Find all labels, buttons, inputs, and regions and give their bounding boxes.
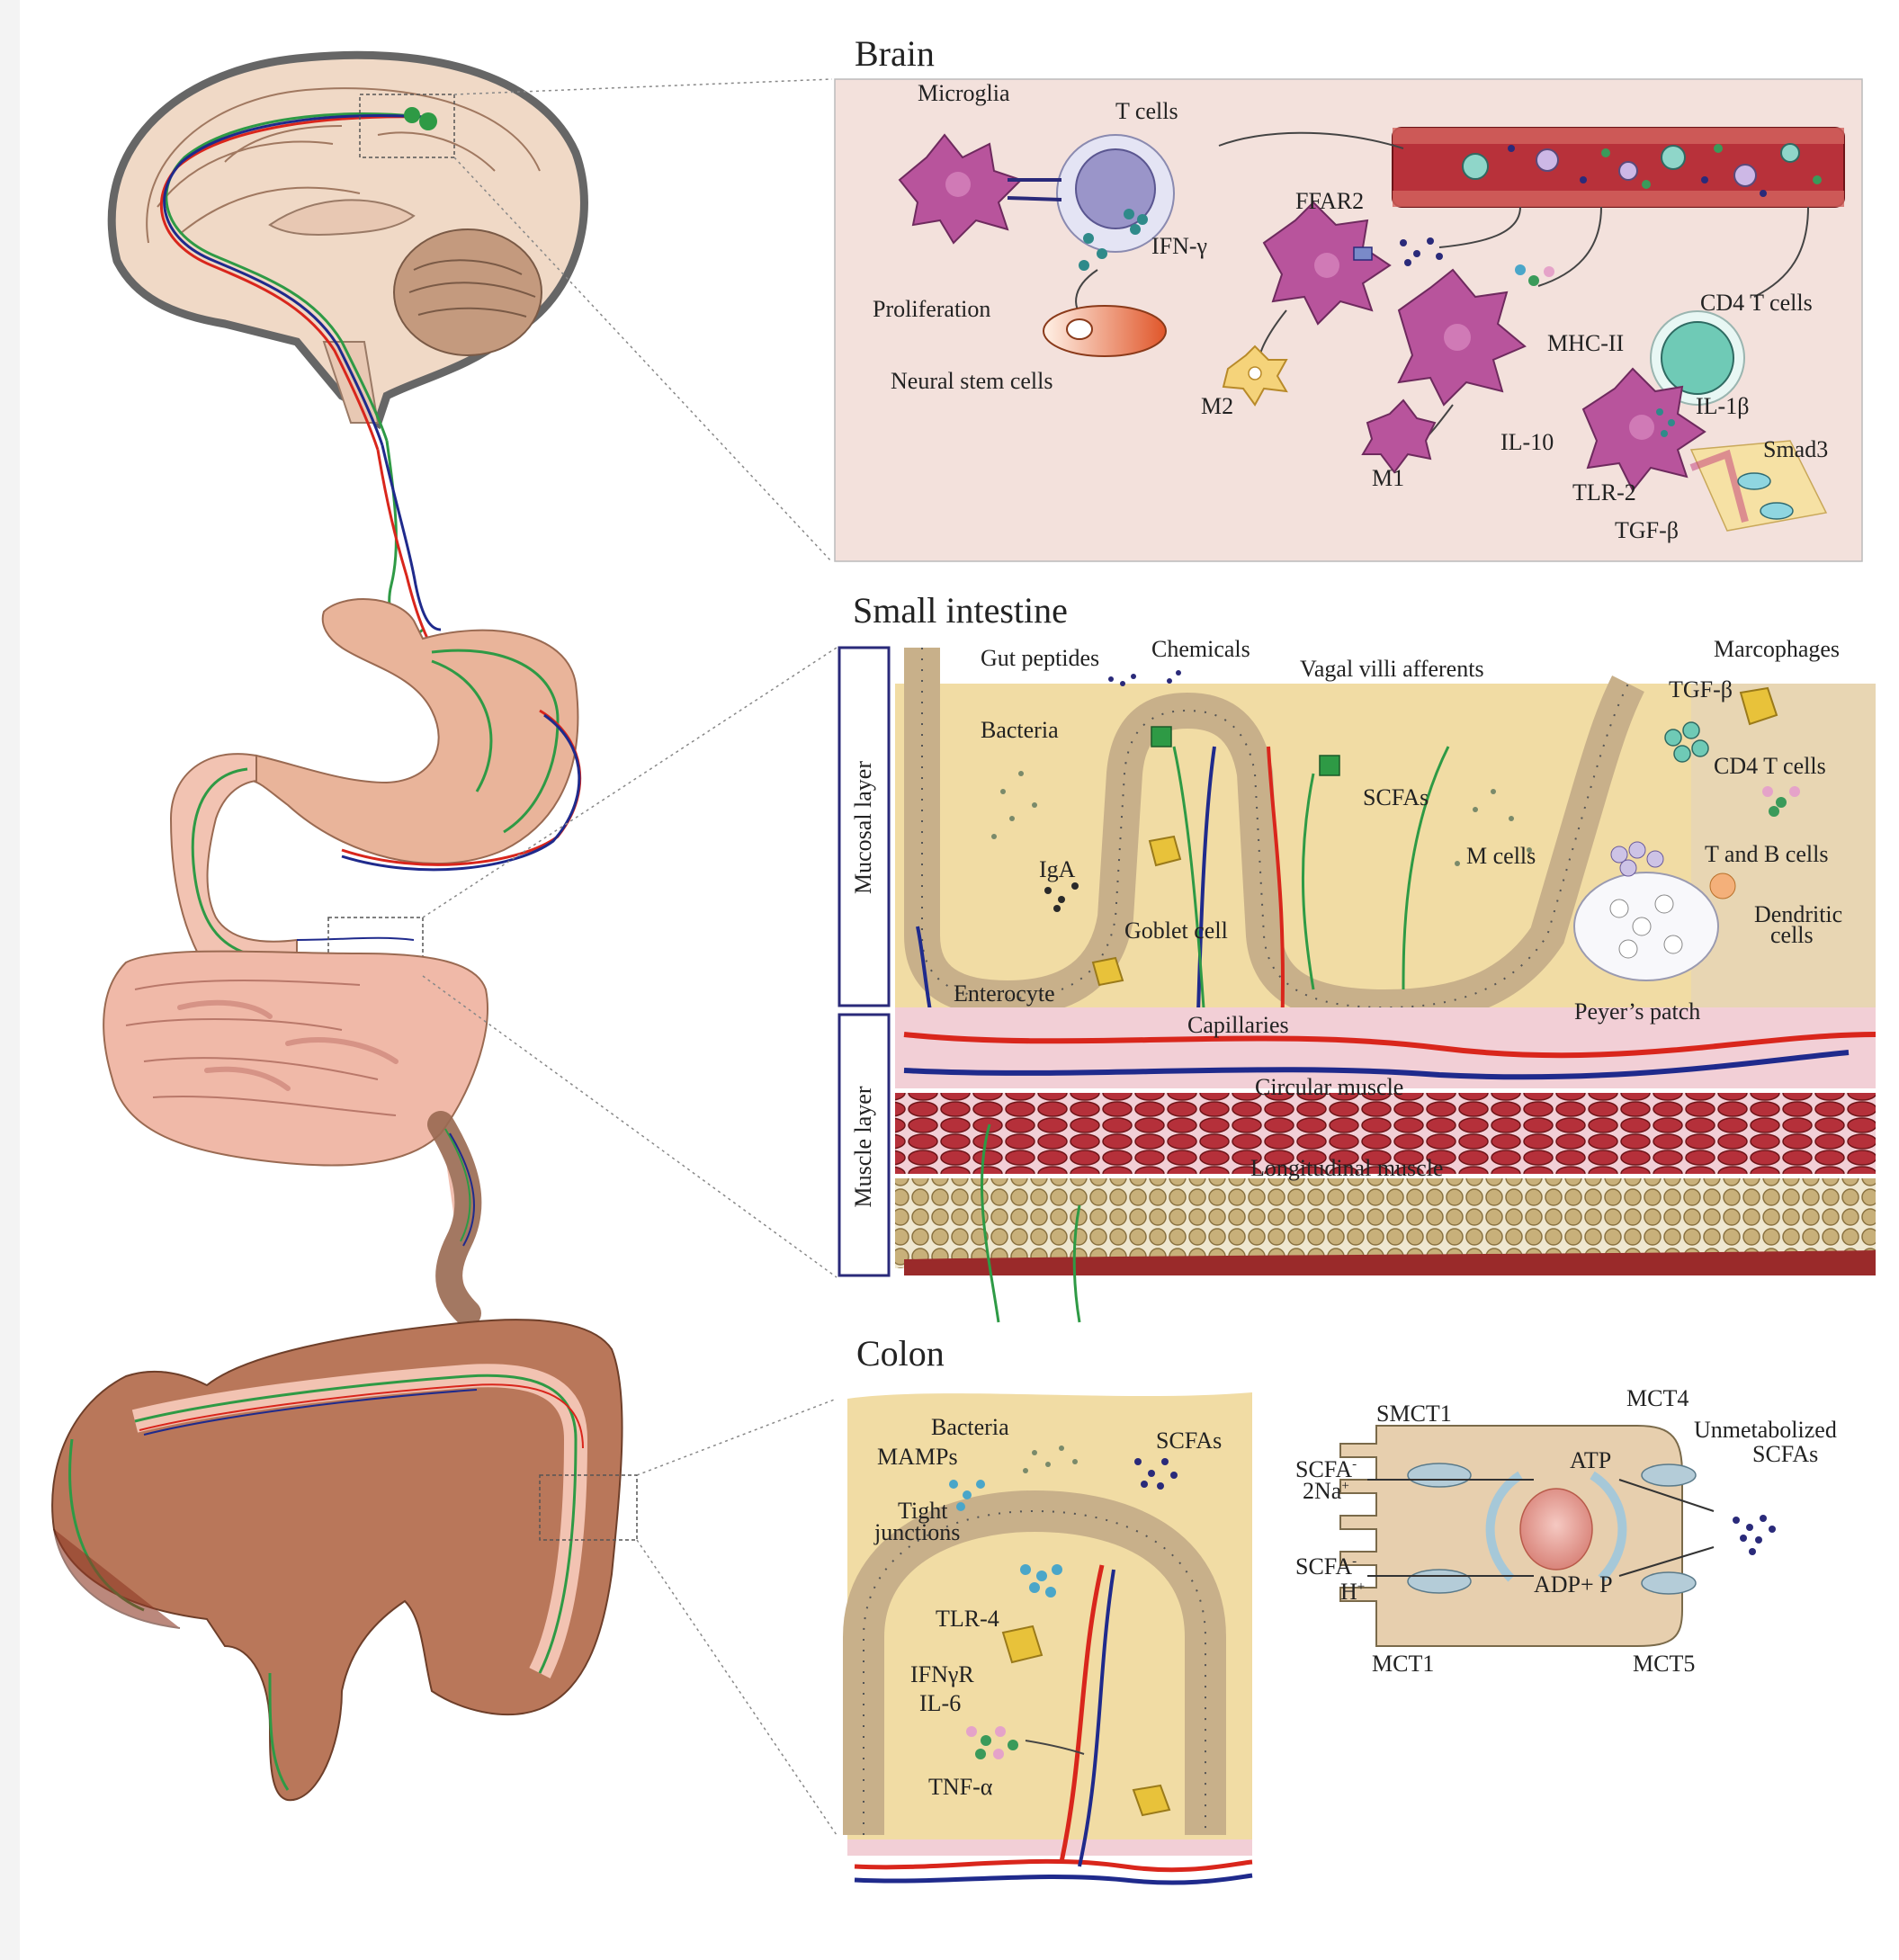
activated-microglia <box>1397 268 1527 407</box>
label-tgf-b-intestine: TGF-β <box>1669 676 1733 703</box>
label-tight: Tight <box>898 1498 948 1524</box>
anatomy-left <box>51 50 838 1836</box>
label-scfas-colon: SCFAs <box>1156 1427 1222 1454</box>
label-peyers-patch: Peyer’s patch <box>1574 998 1700 1025</box>
panel-title-colon: Colon <box>856 1333 945 1374</box>
muscle-layer-box <box>838 1013 891 1277</box>
label-circular-muscle: Circular muscle <box>1255 1074 1403 1100</box>
label-ifngr: IFNγR <box>910 1661 974 1687</box>
cytokine-dots <box>1515 264 1554 286</box>
label-t-cells: T cells <box>1115 98 1178 124</box>
label-ifn-gamma: IFN-γ <box>1151 233 1207 259</box>
label-il-6: IL-6 <box>919 1690 961 1716</box>
t-cell <box>1007 134 1175 253</box>
neural-stem-cell <box>1043 305 1167 357</box>
label-mhc-ii: MHC-II <box>1547 330 1624 356</box>
label-chemicals: Chemicals <box>1151 636 1250 662</box>
label-2na: 2Na+ <box>1303 1478 1349 1504</box>
small-intestine-illustration <box>103 950 488 1327</box>
colon-illustration <box>51 1319 638 1802</box>
label-tnf-a: TNF-α <box>928 1774 993 1800</box>
peyers-patch <box>1573 841 1736 981</box>
label-scfa-na: SCFA- <box>1295 1456 1357 1482</box>
brain-panel: Brain <box>834 33 1863 562</box>
label-proliferation: Proliferation <box>873 296 990 322</box>
label-unmetabolized-scfas: SCFAs <box>1752 1441 1818 1467</box>
stomach-illustration <box>250 598 582 872</box>
label-smad3: Smad3 <box>1763 436 1828 462</box>
label-dendritic-cells: cells <box>1770 922 1814 948</box>
zoom-connectors <box>422 78 838 1836</box>
label-atp: ATP <box>1570 1447 1611 1473</box>
blood-vessel <box>1392 127 1845 208</box>
label-tlr-4: TLR-4 <box>936 1606 999 1632</box>
ffar2-microglia <box>1262 201 1392 326</box>
label-smct1: SMCT1 <box>1376 1401 1452 1427</box>
mucosal-layer-box <box>838 646 891 1007</box>
label-scfa-h: SCFA- <box>1295 1553 1357 1580</box>
label-iga: IgA <box>1039 856 1076 882</box>
label-mct4: MCT4 <box>1626 1385 1688 1411</box>
label-mamps: MAMPs <box>877 1444 958 1470</box>
label-t-and-b-cells: T and B cells <box>1705 841 1828 867</box>
label-junctions: junctions <box>873 1519 960 1545</box>
label-m-cells: M cells <box>1466 843 1536 869</box>
panel-title-small-intestine: Small intestine <box>853 590 1068 631</box>
label-m1: M1 <box>1372 465 1404 491</box>
label-mct5: MCT5 <box>1633 1651 1695 1677</box>
cd4-t-cell <box>1650 310 1745 406</box>
vessel-arrows <box>1218 131 1809 298</box>
label-scfas-intestine: SCFAs <box>1363 784 1429 810</box>
circular-muscle <box>895 1093 1876 1174</box>
colon-crypt-epithelium <box>843 1490 1226 1835</box>
smad3-panel <box>1689 440 1828 532</box>
label-dendritic: Dendritic <box>1754 901 1842 927</box>
label-marcophages: Marcophages <box>1714 636 1840 662</box>
label-ffar2: FFAR2 <box>1295 188 1364 214</box>
label-cd4-t-cells-intestine: CD4 T cells <box>1714 753 1826 779</box>
small-intestine-panel: Small intestine Mucosal layer Muscle lay… <box>838 590 1877 1323</box>
colonocyte-cell <box>1339 1425 1715 1647</box>
label-tgf-b: TGF-β <box>1615 517 1679 543</box>
tgf-microglia <box>1581 367 1706 492</box>
label-capillaries: Capillaries <box>1187 1012 1289 1038</box>
label-vagal-villi-afferents: Vagal villi afferents <box>1300 656 1484 682</box>
label-bacteria-colon: Bacteria <box>931 1414 1009 1440</box>
label-microglia: Microglia <box>918 80 1010 106</box>
scfa-dots-ffar2 <box>1400 237 1443 266</box>
label-longitudinal-muscle: Longitudinal muscle <box>1250 1155 1443 1181</box>
label-muscle-layer: Muscle layer <box>850 1086 876 1207</box>
label-neural-stem-cells: Neural stem cells <box>891 368 1053 394</box>
left-margin-strip <box>0 0 20 1960</box>
label-gut-peptides: Gut peptides <box>981 645 1099 671</box>
label-mucosal-layer: Mucosal layer <box>850 761 876 894</box>
m1-cell <box>1361 398 1437 474</box>
label-m2: M2 <box>1201 393 1233 419</box>
label-bacteria-intestine: Bacteria <box>981 717 1059 743</box>
label-unmetabolized: Unmetabolized <box>1694 1417 1837 1443</box>
colon-panel: Colon <box>843 1333 1837 1885</box>
label-mct1: MCT1 <box>1372 1651 1434 1677</box>
label-adp-p: ADP+ P <box>1534 1571 1613 1598</box>
label-tlr-2: TLR-2 <box>1572 479 1636 506</box>
brain-illustration <box>107 50 588 451</box>
microglia-cell <box>898 133 1023 245</box>
label-il-1b: IL-1β <box>1696 393 1749 419</box>
label-enterocyte: Enterocyte <box>954 980 1055 1007</box>
panel-title-brain: Brain <box>855 33 935 74</box>
label-goblet-cell: Goblet cell <box>1124 917 1228 944</box>
label-cd4-t-cells: CD4 T cells <box>1700 290 1813 316</box>
m2-cell <box>1222 345 1288 407</box>
label-il-10: IL-10 <box>1500 429 1554 455</box>
label-h: H+ <box>1340 1579 1365 1605</box>
